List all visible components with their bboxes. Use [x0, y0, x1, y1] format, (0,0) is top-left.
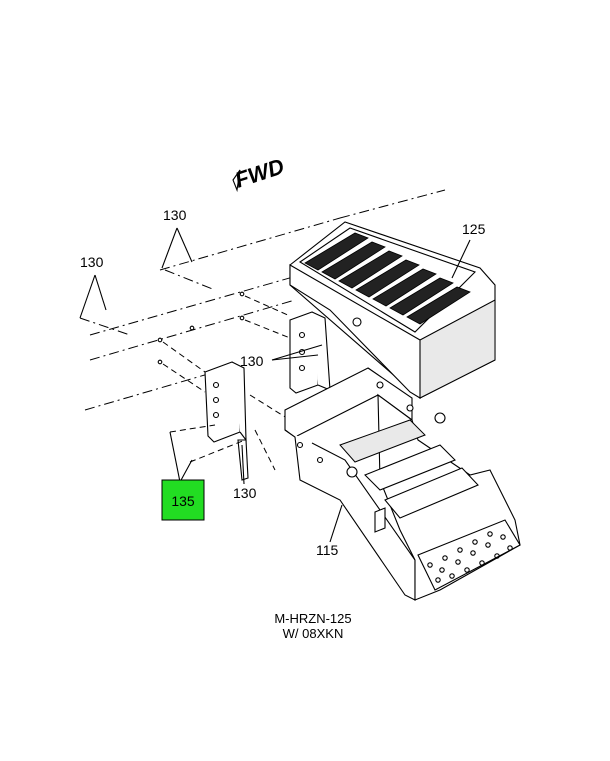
caption-line-1: M-HRZN-125	[274, 611, 351, 626]
leader-130-mid	[271, 344, 323, 361]
callout-130-top: 130	[163, 207, 187, 223]
mounting-bracket-rear	[289, 311, 331, 394]
leader-130-top	[161, 227, 193, 269]
leader-135	[169, 431, 193, 483]
callout-130-bottom: 130	[233, 485, 257, 501]
leader-130-bottom	[241, 444, 245, 485]
step-assembly	[284, 367, 521, 601]
callout-115: 115	[316, 542, 339, 558]
battery-box	[289, 221, 496, 399]
forward-arrow-icon	[232, 169, 241, 193]
battery-cover-ribs	[304, 232, 471, 325]
step-grate-holes	[427, 531, 513, 583]
highlighted-part-135[interactable]	[161, 479, 205, 521]
leader-125	[451, 239, 471, 279]
leader-130-left	[79, 274, 107, 319]
bolt-hole-markers	[157, 291, 291, 471]
callout-130-mid: 130	[240, 353, 264, 369]
callout-125: 125	[462, 221, 486, 237]
callout-130-left: 130	[80, 254, 104, 270]
callout-135: 135	[171, 493, 195, 509]
fwd-label: FWD	[232, 153, 287, 192]
mounting-bracket-front	[204, 361, 249, 481]
leader-115	[329, 504, 343, 543]
caption-line-2: W/ 08XKN	[283, 626, 344, 641]
